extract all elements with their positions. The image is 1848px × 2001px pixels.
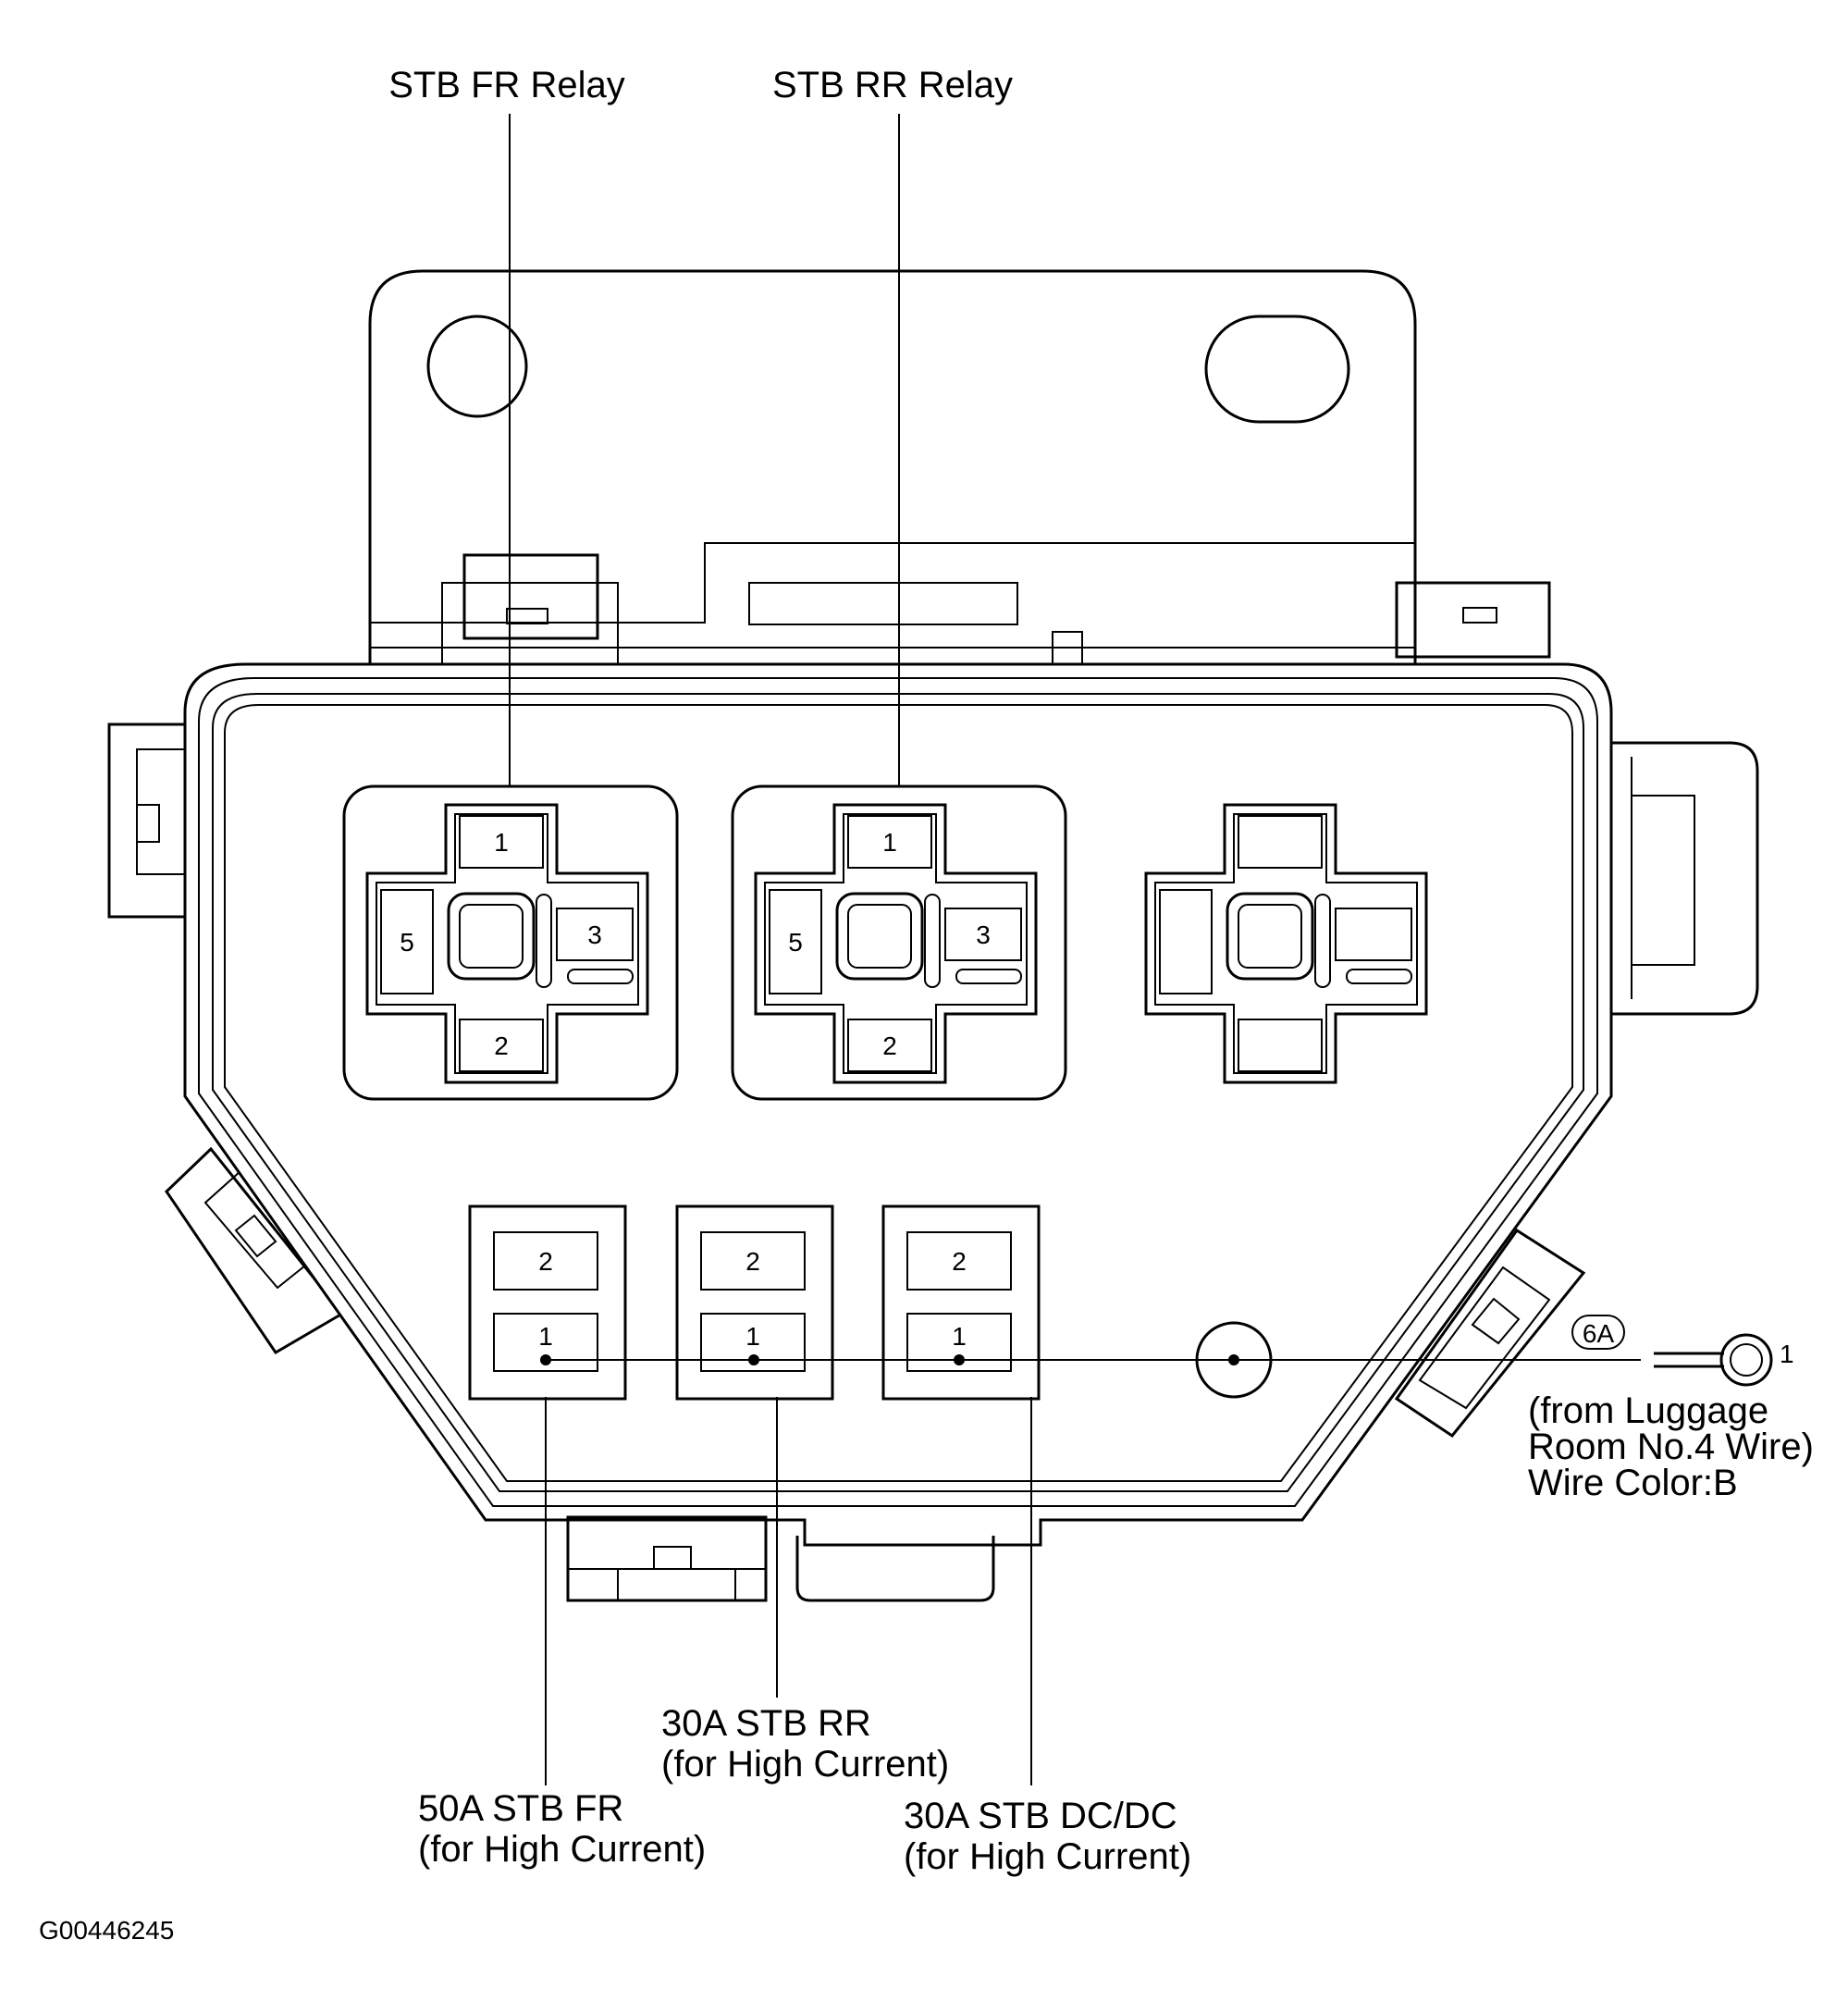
figure-id: G00446245	[39, 1916, 174, 1945]
label-fuse-rr-line2: (for High Current)	[661, 1744, 949, 1785]
connector-code: 6A	[1583, 1319, 1615, 1348]
relay-pin-top: 1	[882, 828, 897, 857]
fuse-pin-upper: 2	[952, 1247, 967, 1276]
relay-socket-stb-rr: 1 2 5 3	[731, 784, 1067, 1101]
fuse-socket-50a-stb-fr: 2 1	[468, 1204, 627, 1401]
label-stb-fr-relay: STB FR Relay	[388, 65, 625, 105]
terminal-number: 1	[1780, 1340, 1794, 1368]
left-side-connector	[107, 723, 191, 919]
label-fuse-dcdc-line2: (for High Current)	[904, 1836, 1191, 1877]
relay-socket-spare	[1144, 803, 1428, 1084]
relay-pin-bottom: 2	[494, 1031, 509, 1060]
label-wire-color: Wire Color:B	[1528, 1463, 1738, 1503]
bus-dot	[748, 1354, 759, 1365]
label-wire-from-line1: (from Luggage	[1528, 1390, 1768, 1431]
fuse-pin-lower: 1	[538, 1322, 553, 1351]
mounting-hole-left	[426, 315, 528, 418]
relay-pin-bottom: 2	[882, 1031, 897, 1060]
label-fuse-rr-line1: 30A STB RR	[661, 1703, 871, 1744]
right-side-connector	[1609, 741, 1759, 1016]
relay-pin-right: 3	[587, 920, 602, 949]
label-fuse-dcdc-line1: 30A STB DC/DC	[904, 1796, 1177, 1836]
bottom-connector-right	[795, 1536, 995, 1602]
label-fuse-fr-line1: 50A STB FR	[418, 1788, 623, 1829]
leader-lines	[509, 114, 1032, 1785]
bottom-connector-left	[566, 1515, 768, 1602]
mounting-hole-right	[1204, 315, 1350, 424]
relay-pin-left: 5	[788, 928, 803, 957]
top-latch-right	[1395, 581, 1551, 659]
connector-code-badge: 6A	[1571, 1315, 1625, 1350]
fuse-box-body	[183, 662, 1613, 1547]
relay-socket-stb-fr: 1 2 5 3	[342, 784, 679, 1101]
mounting-bracket	[368, 269, 1417, 674]
label-fuse-fr-line2: (for High Current)	[418, 1829, 706, 1870]
relay-pin-right: 3	[976, 920, 991, 949]
fuse-socket-30a-stb-rr: 2 1	[675, 1204, 834, 1401]
fuse-pin-lower: 1	[745, 1322, 760, 1351]
ring-terminal: 1	[1654, 1333, 1794, 1387]
fuse-pin-upper: 2	[538, 1247, 553, 1276]
label-stb-rr-relay: STB RR Relay	[772, 65, 1013, 105]
fuse-pin-upper: 2	[745, 1247, 760, 1276]
relay-pin-top: 1	[494, 828, 509, 857]
relay-pin-left: 5	[400, 928, 414, 957]
lower-right-latch	[1394, 1228, 1586, 1439]
bus-dot	[540, 1354, 551, 1365]
bus-line	[540, 1354, 1641, 1365]
bus-dot	[1228, 1354, 1239, 1365]
fuse-pin-lower: 1	[952, 1322, 967, 1351]
fuse-socket-30a-stb-dcdc: 2 1	[881, 1204, 1041, 1401]
bus-dot	[954, 1354, 965, 1365]
label-wire-from-line2: Room No.4 Wire)	[1528, 1427, 1814, 1467]
